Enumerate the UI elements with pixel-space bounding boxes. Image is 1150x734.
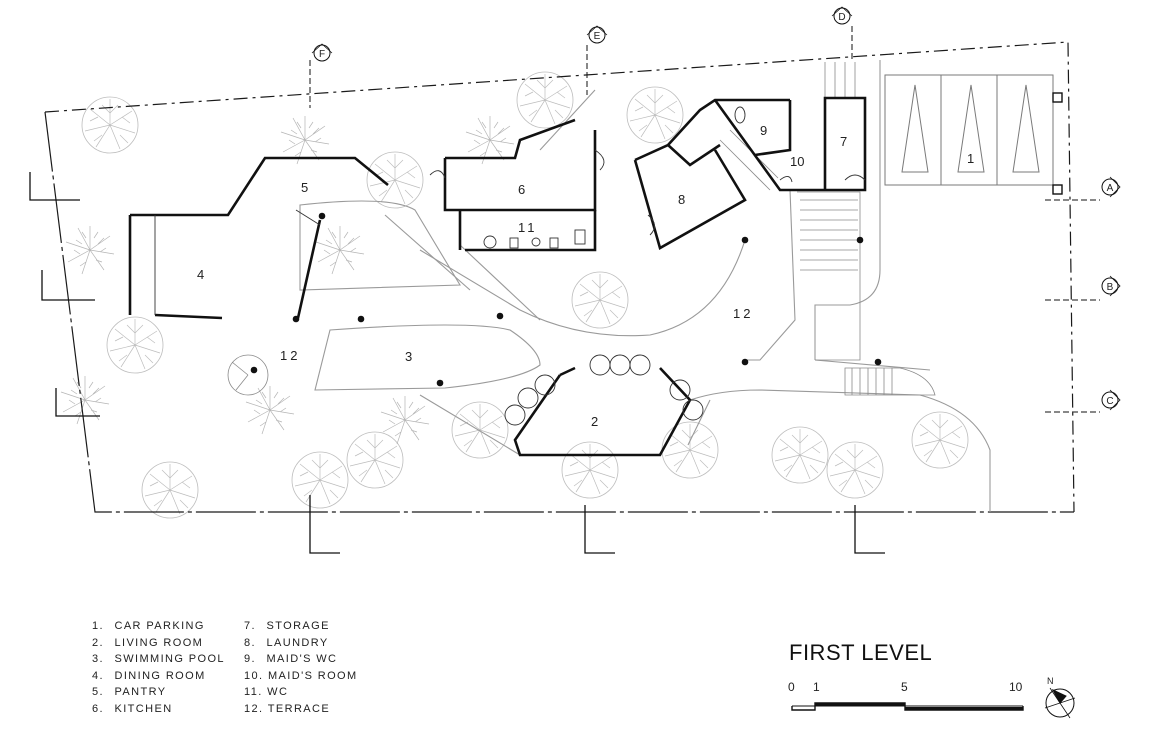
- grid-marker-b: B: [1101, 275, 1121, 297]
- section-markers: [29, 26, 1100, 554]
- legend-item: 6. KITCHEN: [92, 702, 173, 715]
- legend-column-2: 7. STORAGE 8. LAUNDRY 9. MAID'S WC 10. M…: [244, 618, 358, 718]
- legend-item: 1. CAR PARKING: [92, 620, 205, 632]
- room-label-12-west: 12: [280, 348, 300, 363]
- room-label-12-east: 12: [733, 306, 753, 321]
- legend-item: 5. PANTRY: [92, 686, 167, 699]
- grid-label-b: B: [1107, 282, 1114, 293]
- grid-label-f: F: [319, 49, 325, 60]
- grid-marker-a: A: [1101, 176, 1121, 198]
- grid-label-e: E: [594, 31, 601, 42]
- level-title: FIRST LEVEL: [789, 640, 933, 665]
- north-arrow-icon: [1044, 687, 1076, 719]
- room-label-3: 3: [405, 349, 412, 364]
- building-walls: [128, 96, 867, 457]
- grid-label-c: C: [1106, 396, 1113, 407]
- fixtures: [154, 106, 866, 426]
- room-label-2: 2: [591, 414, 598, 429]
- grid-marker-f: F: [311, 43, 333, 62]
- site-boundary: [44, 41, 1075, 513]
- legend-item: 9. MAID'S WC: [244, 653, 338, 666]
- room-label-7: 7: [840, 134, 847, 149]
- room-label-10: 10: [790, 154, 804, 169]
- legend-column-1: 1. CAR PARKING 2. LIVING ROOM 3. SWIMMIN…: [92, 618, 225, 718]
- north-label: N: [1047, 676, 1054, 686]
- legend-item: 4. DINING ROOM: [92, 669, 206, 682]
- room-label-11: 11: [518, 220, 538, 235]
- grid-label-a: A: [1107, 183, 1114, 194]
- legend-item: 11. WC: [244, 686, 289, 699]
- room-label-5: 5: [301, 180, 308, 195]
- legend-item: 3. SWIMMING POOL: [92, 653, 225, 666]
- stairs: [227, 62, 936, 396]
- room-label-8: 8: [678, 192, 685, 207]
- grid-marker-e: E: [586, 25, 608, 44]
- scale-tick-1: 1: [813, 680, 820, 694]
- grid-label-d: D: [838, 12, 845, 23]
- columns: [250, 212, 882, 387]
- scale-bar: [791, 702, 1024, 711]
- room-label-4: 4: [197, 267, 204, 282]
- legend-item: 12. TERRACE: [244, 702, 331, 715]
- legend-item: 2. LIVING ROOM: [92, 636, 204, 649]
- paving-lines: [299, 60, 991, 512]
- car-parking: [884, 74, 1063, 195]
- scale-tick-0: 0: [788, 680, 795, 694]
- room-label-9: 9: [760, 123, 767, 138]
- room-label-6: 6: [518, 182, 525, 197]
- grid-marker-d: D: [831, 6, 853, 25]
- room-labels: 1 2 3 4 5 6 7 8 9 10 11 12 12: [197, 123, 974, 429]
- scale-tick-5: 5: [901, 680, 908, 694]
- room-label-1: 1: [967, 151, 974, 166]
- legend-item: 7. STORAGE: [244, 620, 330, 632]
- grid-marker-c: C: [1101, 389, 1121, 411]
- scale-tick-10: 10: [1009, 680, 1023, 694]
- legend-item: 8. LAUNDRY: [244, 636, 329, 649]
- legend-item: 10. MAID'S ROOM: [244, 669, 358, 682]
